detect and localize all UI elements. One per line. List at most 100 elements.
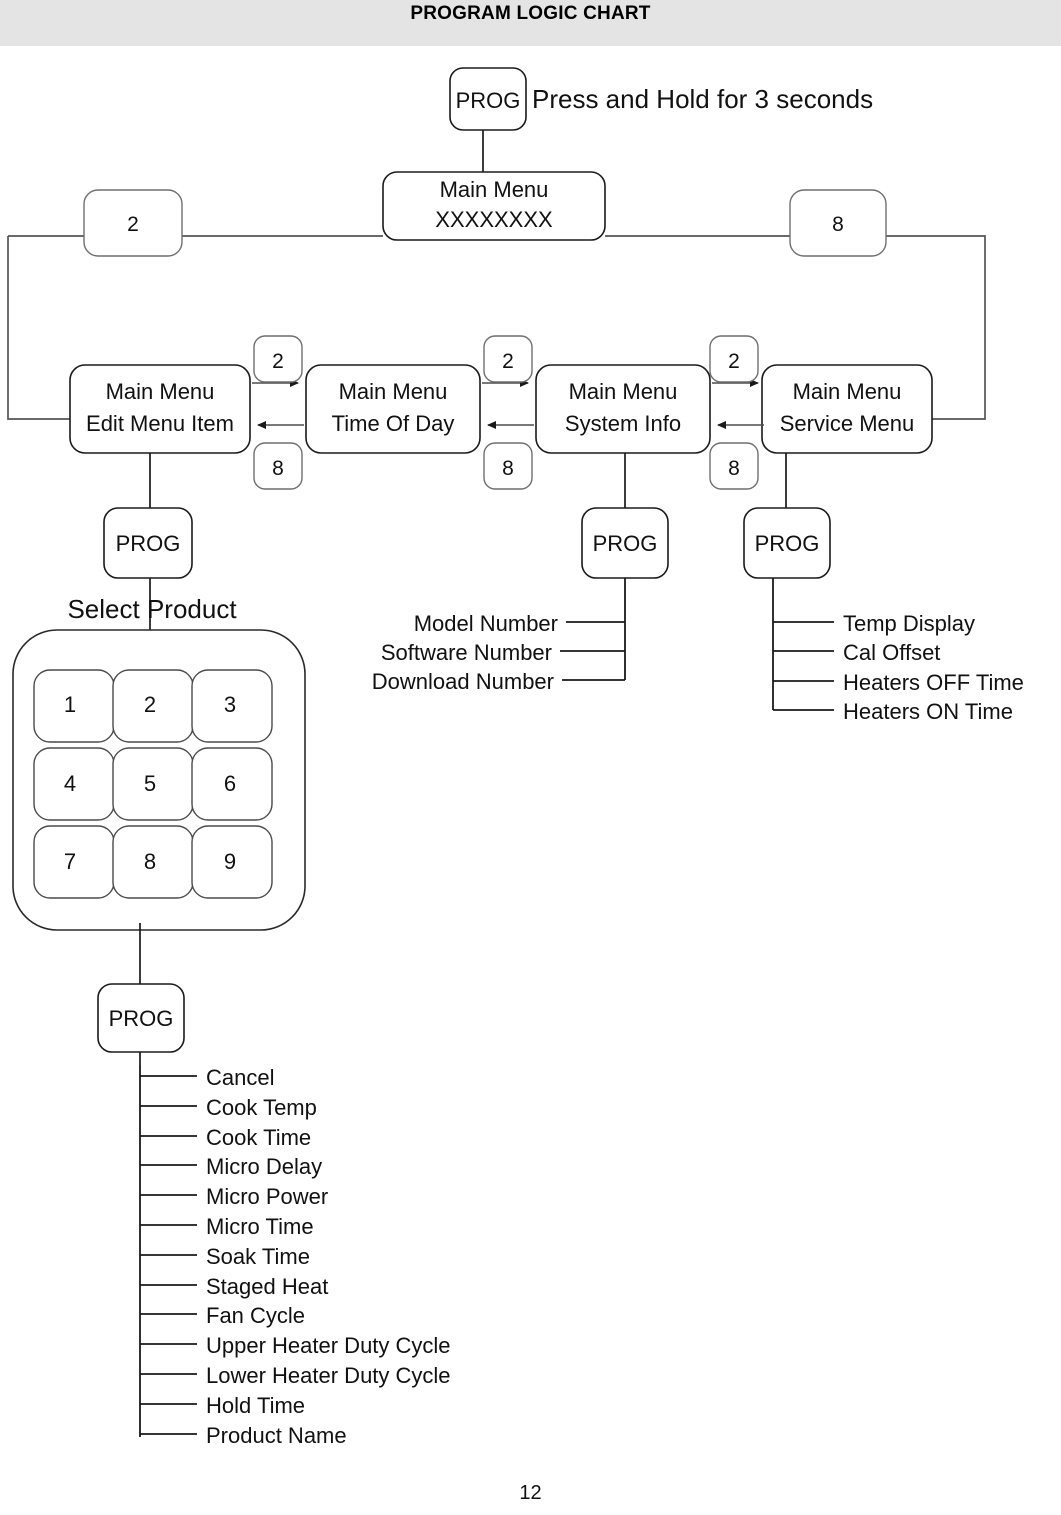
hold-instruction: Press and Hold for 3 seconds	[532, 84, 873, 114]
keypad-key-8-label: 8	[144, 849, 156, 874]
param-label-1: Cook Temp	[206, 1095, 317, 1120]
prog-system-info-label: PROG	[593, 531, 658, 556]
param-label-5: Micro Time	[206, 1214, 314, 1239]
service-menu-item-2[interactable]: Heaters OFF Time	[773, 670, 1024, 695]
menu-box-service-menu[interactable]: Main Menu Service Menu	[761, 364, 933, 454]
system-info-item-2[interactable]: Download Number	[372, 669, 625, 694]
param-item-10[interactable]: Lower Heater Duty Cycle	[140, 1363, 451, 1388]
keypad-key-7[interactable]: 7	[33, 825, 115, 899]
param-item-2[interactable]: Cook Time	[140, 1125, 311, 1150]
service-menu-item-3[interactable]: Heaters ON Time	[773, 699, 1013, 724]
badge-left-2[interactable]: 2	[83, 189, 183, 257]
root-main-menu-box[interactable]: Main Menu XXXXXXXX	[382, 171, 606, 241]
badge-right-8-label: 8	[832, 213, 844, 236]
service-menu-label-3: Heaters ON Time	[843, 699, 1013, 724]
prog-system-info-button[interactable]: PROG	[581, 507, 669, 579]
badge-nav-3-down[interactable]: 8	[709, 442, 759, 490]
keypad-key-9[interactable]: 9	[191, 825, 273, 899]
keypad-key-9-label: 9	[224, 849, 236, 874]
badge-nav-1-up[interactable]: 2	[253, 335, 303, 383]
param-item-5[interactable]: Micro Time	[140, 1214, 314, 1239]
keypad-key-4-label: 4	[64, 771, 76, 796]
root-menu-line1: Main Menu	[440, 177, 549, 202]
system-info-label-2: Download Number	[372, 669, 554, 694]
param-item-11[interactable]: Hold Time	[140, 1393, 305, 1418]
prog-root-button[interactable]: PROG	[449, 67, 527, 131]
keypad-key-3-label: 3	[224, 692, 236, 717]
keypad-key-1[interactable]: 1	[33, 669, 115, 743]
connector-left-edge-to-edit-menu	[7, 236, 70, 420]
root-menu-line2: XXXXXXXX	[435, 207, 553, 232]
system-info-item-0[interactable]: Model Number	[414, 611, 625, 636]
menu-4-line2: Service Menu	[780, 411, 915, 436]
system-info-label-1: Software Number	[381, 640, 552, 665]
keypad-key-1-label: 1	[64, 692, 76, 717]
badge-nav-1-up-label: 2	[272, 350, 284, 373]
badge-nav-2-down-label: 8	[502, 457, 514, 480]
keypad-key-2-label: 2	[144, 692, 156, 717]
prog-service-menu-button[interactable]: PROG	[743, 507, 831, 579]
menu-1-line2: Edit Menu Item	[86, 411, 234, 436]
menu-3-line2: System Info	[565, 411, 681, 436]
param-label-12: Product Name	[206, 1423, 347, 1448]
keypad-key-8[interactable]: 8	[112, 825, 194, 899]
prog-product-params-button[interactable]: PROG	[97, 983, 185, 1053]
param-label-10: Lower Heater Duty Cycle	[206, 1363, 451, 1388]
menu-2-line2: Time Of Day	[332, 411, 455, 436]
keypad-key-6-label: 6	[224, 771, 236, 796]
keypad-key-5-label: 5	[144, 771, 156, 796]
param-item-4[interactable]: Micro Power	[140, 1184, 328, 1209]
menu-box-time-of-day[interactable]: Main Menu Time Of Day	[305, 364, 481, 454]
prog-edit-menu-label: PROG	[116, 531, 181, 556]
system-info-label-0: Model Number	[414, 611, 558, 636]
param-label-3: Micro Delay	[206, 1154, 322, 1179]
keypad-key-3[interactable]: 3	[191, 669, 273, 743]
badge-nav-2-up[interactable]: 2	[483, 335, 533, 383]
keypad-key-6[interactable]: 6	[191, 747, 273, 821]
keypad-key-4[interactable]: 4	[33, 747, 115, 821]
service-menu-item-1[interactable]: Cal Offset	[773, 640, 940, 665]
system-info-item-1[interactable]: Software Number	[381, 640, 625, 665]
param-item-3[interactable]: Micro Delay	[140, 1154, 322, 1179]
prog-edit-menu-button[interactable]: PROG	[103, 507, 193, 579]
param-label-8: Fan Cycle	[206, 1303, 305, 1328]
param-label-0: Cancel	[206, 1065, 274, 1090]
connector-right-badge-to-service-menu	[886, 235, 986, 420]
badge-nav-2-up-label: 2	[502, 350, 514, 373]
page-number: 12	[519, 1482, 542, 1504]
menu-box-edit-menu-item[interactable]: Main Menu Edit Menu Item	[69, 364, 251, 454]
service-menu-item-0[interactable]: Temp Display	[773, 611, 975, 636]
param-label-7: Staged Heat	[206, 1274, 328, 1299]
param-item-12[interactable]: Product Name	[140, 1423, 347, 1448]
service-menu-label-1: Cal Offset	[843, 640, 940, 665]
param-label-4: Micro Power	[206, 1184, 328, 1209]
menu-box-system-info[interactable]: Main Menu System Info	[535, 364, 711, 454]
menu-2-line1: Main Menu	[339, 379, 448, 404]
param-label-11: Hold Time	[206, 1393, 305, 1418]
param-item-7[interactable]: Staged Heat	[140, 1274, 328, 1299]
page-title: PROGRAM LOGIC CHART	[410, 3, 651, 24]
param-label-2: Cook Time	[206, 1125, 311, 1150]
badge-nav-1-down[interactable]: 8	[253, 442, 303, 490]
service-menu-label-2: Heaters OFF Time	[843, 670, 1024, 695]
select-product-label: Select Product	[67, 594, 237, 624]
header-bar	[0, 0, 1061, 46]
prog-service-menu-label: PROG	[755, 531, 820, 556]
param-label-6: Soak Time	[206, 1244, 310, 1269]
keypad-key-5[interactable]: 5	[112, 747, 194, 821]
param-item-9[interactable]: Upper Heater Duty Cycle	[140, 1333, 451, 1358]
badge-nav-3-up-label: 2	[728, 350, 740, 373]
param-item-6[interactable]: Soak Time	[140, 1244, 310, 1269]
menu-3-line1: Main Menu	[569, 379, 678, 404]
param-item-8[interactable]: Fan Cycle	[140, 1303, 305, 1328]
menu-4-line1: Main Menu	[793, 379, 902, 404]
badge-nav-3-up[interactable]: 2	[709, 335, 759, 383]
badge-right-8[interactable]: 8	[789, 189, 887, 257]
param-item-1[interactable]: Cook Temp	[140, 1095, 317, 1120]
badge-nav-2-down[interactable]: 8	[483, 442, 533, 490]
menu-1-line1: Main Menu	[106, 379, 215, 404]
param-item-0[interactable]: Cancel	[140, 1065, 274, 1090]
keypad-key-2[interactable]: 2	[112, 669, 194, 743]
keypad-key-7-label: 7	[64, 849, 76, 874]
